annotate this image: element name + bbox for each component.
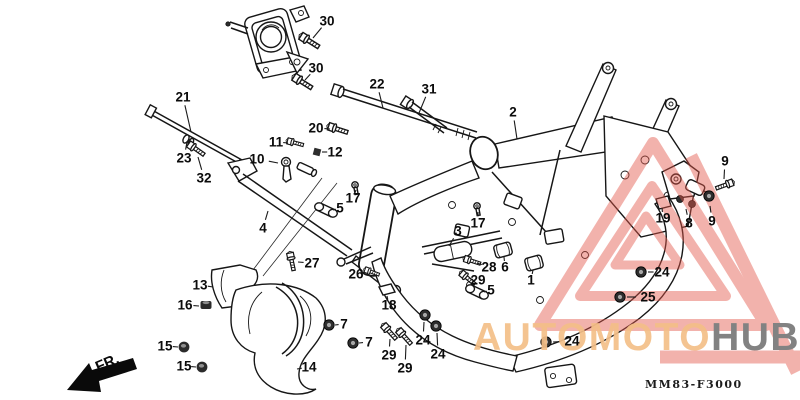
brand-automoto: AUTOMOTO (473, 316, 712, 359)
frame-body (336, 61, 698, 389)
bolt-9-icon (714, 177, 737, 193)
bolt-32-icon (184, 138, 208, 159)
nut-12-icon (312, 147, 322, 157)
nut-24b-icon (430, 320, 442, 332)
nut-24-icon (419, 309, 431, 321)
leader-lines (172, 27, 726, 370)
canister-bracket (431, 240, 475, 272)
fastener-17-icon (350, 180, 361, 196)
grommet-15b-icon (196, 361, 208, 373)
switch-assembly (661, 160, 713, 208)
bolt-28-icon (461, 253, 483, 268)
front-arrow-icon (67, 358, 137, 392)
brand-hub: HUB (711, 316, 800, 359)
frame-line-art (144, 5, 713, 395)
drawing-code: MM83-F3000 (645, 378, 743, 391)
bushing-1-icon (523, 253, 545, 273)
nut-9-icon (703, 190, 715, 202)
nut-24d-icon (635, 266, 647, 278)
plate-18 (377, 283, 397, 296)
grommet-15-icon (178, 341, 190, 353)
long-bolt-22 (329, 82, 478, 141)
key-10-icon (280, 156, 318, 183)
nut-25-icon (614, 291, 626, 303)
front-direction-marker: FR. (67, 351, 137, 392)
nut-7b-icon (347, 337, 359, 349)
bushing-6-icon (492, 240, 514, 260)
stay-rod (144, 103, 243, 166)
engine-hanger-bracket (225, 5, 310, 79)
nut-7-icon (323, 319, 335, 331)
long-bolt-31 (399, 95, 448, 134)
heat-guard-lower (230, 282, 326, 395)
screw-27-icon (285, 249, 299, 272)
bolt-30-icon (296, 30, 322, 52)
bolt-29c-icon (456, 267, 478, 288)
fastener-icons (178, 30, 737, 373)
plate-19 (655, 195, 672, 210)
grommet-16-icon (200, 301, 212, 309)
watermark-brand: AUTOMOTOHUB (473, 318, 800, 357)
